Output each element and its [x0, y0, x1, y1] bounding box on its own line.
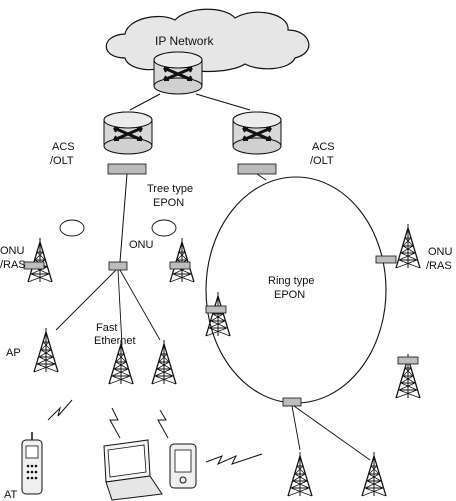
fast-ethernet-links — [55, 269, 161, 346]
ring-type-label-2: EPON — [274, 289, 305, 301]
core-router-icon — [152, 50, 204, 96]
ring-drop-tower-right-icon — [361, 451, 387, 497]
laptop-icon — [103, 439, 163, 501]
tree-type-label-1: Tree type — [147, 183, 193, 195]
acs-olt-right-label-1: ACS — [312, 141, 335, 153]
onu-ras-right-label-2: /RAS — [426, 260, 452, 272]
ap-tower-right-icon — [151, 339, 177, 385]
phone-icon — [21, 432, 43, 495]
tree-type-label-2: EPON — [153, 197, 184, 209]
acs-olt-left-router-icon — [102, 110, 154, 156]
acs-olt-right-router-icon — [231, 110, 283, 156]
onu-tree-right-tower-icon — [169, 237, 195, 283]
wireless-link-icon — [47, 399, 263, 466]
ring-tower-right-top-icon — [395, 223, 421, 269]
fast-ethernet-label-1: Fast — [96, 322, 117, 334]
acs-olt-left-label-1: ACS — [52, 141, 75, 153]
onu-center-box-icon — [108, 261, 128, 271]
ring-box-left-icon — [205, 305, 227, 314]
fast-ethernet-label-2: Ethernet — [94, 335, 136, 347]
pda-icon — [169, 443, 197, 489]
onu-ras-left-tower-icon — [27, 237, 53, 283]
ap-label: AP — [6, 347, 21, 359]
ring-box-right-bottom-icon — [397, 356, 419, 365]
acs-olt-right-label-2: /OLT — [310, 155, 334, 167]
tree-branch-right — [151, 219, 177, 237]
ring-feed-line — [256, 173, 267, 181]
ring-bottom-onu-box-icon — [282, 397, 302, 407]
onu-ras-left-box-icon — [23, 261, 45, 270]
ring-box-right-top-icon — [375, 255, 397, 264]
backbone-links — [129, 93, 251, 111]
tree-branch-left — [59, 219, 85, 237]
onu-tree-right-box-icon — [169, 261, 191, 270]
acs-olt-left-port-icon — [107, 163, 147, 175]
ring-type-label-1: Ring type — [268, 275, 314, 287]
onu-ras-left-label-1: ONU — [0, 245, 25, 257]
ip-network-label: IP Network — [155, 34, 214, 48]
ap-tower-icon — [33, 327, 59, 373]
acs-olt-right-port-icon — [237, 163, 277, 175]
tree-trunk-line — [119, 173, 128, 263]
onu-center-label: ONU — [129, 239, 154, 251]
ring-tower-left-icon — [205, 291, 231, 337]
onu-ras-left-label-2: /RAS — [0, 259, 26, 271]
at-label: AT — [4, 489, 18, 501]
onu-ras-right-label-1: ONU — [428, 246, 453, 258]
ring-drop-links — [291, 405, 371, 461]
ring-drop-tower-left-icon — [287, 451, 313, 497]
acs-olt-left-label-2: /OLT — [50, 155, 74, 167]
